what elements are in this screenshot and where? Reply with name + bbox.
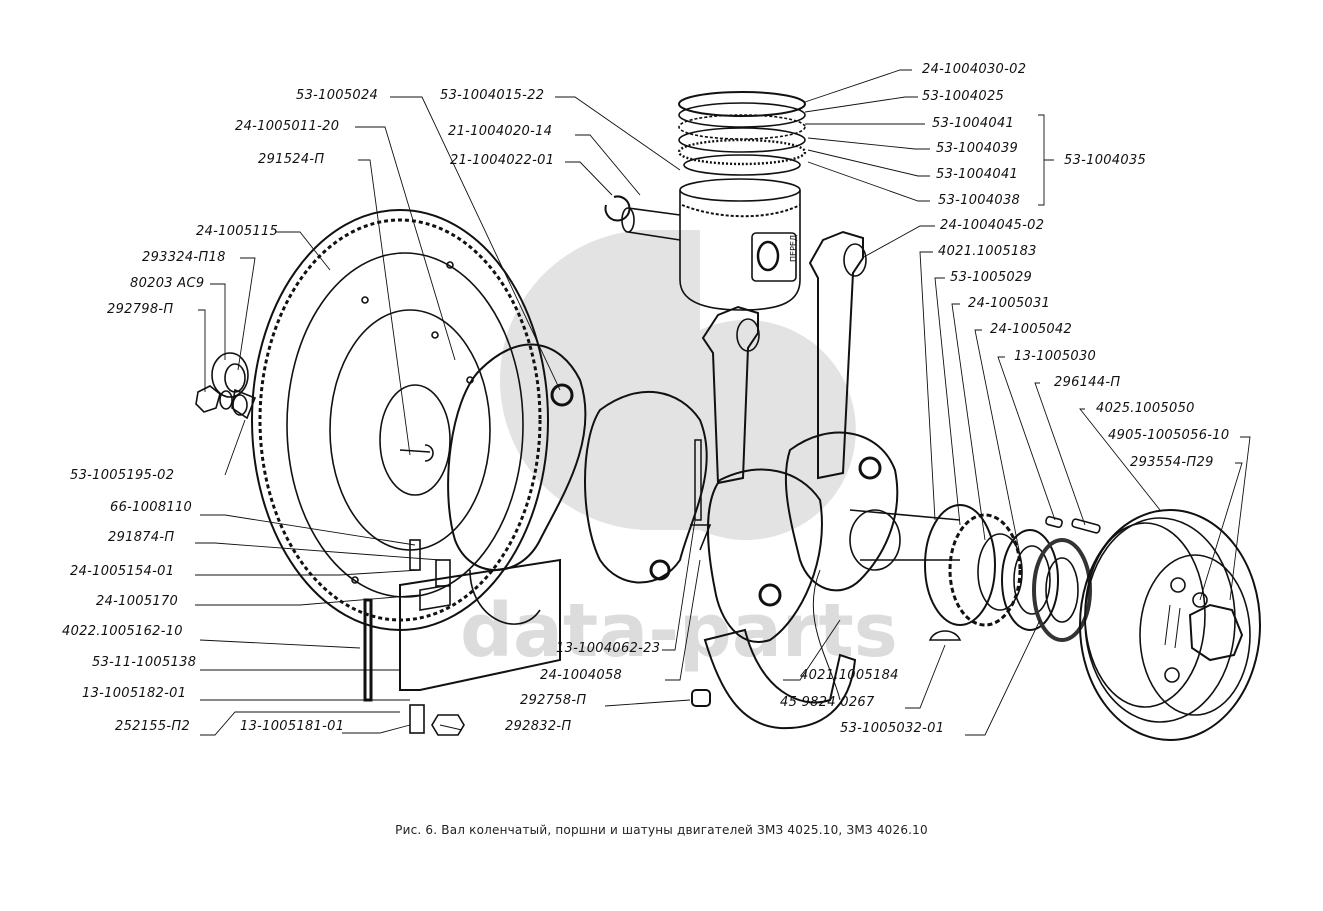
part-label-53-11-1005138: 53-11-1005138 bbox=[92, 655, 197, 670]
part-label-24-1004045-02: 24-1004045-02 bbox=[940, 218, 1045, 233]
part-label-53-1005029: 53-1005029 bbox=[950, 270, 1033, 285]
part-label-13-1005181-01: 13-1005181-01 bbox=[240, 719, 345, 734]
woodruff-key bbox=[928, 630, 962, 641]
part-label-24-1005154-01: 24-1005154-01 bbox=[70, 564, 175, 579]
part-label-53-1004038: 53-1004038 bbox=[938, 193, 1021, 208]
part-label-24-1005011-20: 24-1005011-20 bbox=[235, 119, 340, 134]
part-label-24-1005031: 24-1005031 bbox=[968, 296, 1051, 311]
part-label-53-1005024: 53-1005024 bbox=[296, 88, 379, 103]
connecting-rods bbox=[690, 230, 867, 551]
timing-pointer-bracket bbox=[195, 352, 257, 420]
part-label-4021-1005184: 4021.1005184 bbox=[800, 668, 899, 683]
part-label-296144-P: 296144-П bbox=[1054, 375, 1121, 390]
part-label-24-1005170: 24-1005170 bbox=[96, 594, 179, 609]
part-label-53-1004035: 53-1004035 bbox=[1064, 153, 1147, 168]
part-label-53-1005195-02: 53-1005195-02 bbox=[70, 468, 175, 483]
part-label-53-1005032-01: 53-1005032-01 bbox=[840, 721, 945, 736]
part-label-53-1004041-a: 53-1004041 bbox=[932, 116, 1015, 131]
part-label-293554-P29: 293554-П29 bbox=[1130, 455, 1214, 470]
part-label-13-1005030: 13-1005030 bbox=[1014, 349, 1097, 364]
part-label-291524-P: 291524-П bbox=[258, 152, 325, 167]
part-label-293324-P18: 293324-П18 bbox=[142, 250, 226, 265]
part-label-291874-P: 291874-П bbox=[108, 530, 175, 545]
part-label-21-1004022-01: 21-1004022-01 bbox=[450, 153, 555, 168]
part-label-80203-AC9: 80203 АС9 bbox=[130, 276, 205, 291]
flywheel bbox=[251, 209, 549, 631]
part-label-292758-P: 292758-П bbox=[520, 693, 587, 708]
piston-front-marking: ПЕРЕД bbox=[789, 235, 798, 262]
part-label-53-1004015-22: 53-1004015-22 bbox=[440, 88, 545, 103]
part-label-292798-P: 292798-П bbox=[107, 302, 174, 317]
part-label-252155-P2: 252155-П2 bbox=[115, 719, 191, 734]
crankshaft-pulley bbox=[1079, 509, 1261, 741]
crankshaft bbox=[447, 343, 961, 701]
part-label-13-1004062-23: 13-1004062-23 bbox=[556, 641, 661, 656]
part-label-24-1004058: 24-1004058 bbox=[540, 668, 623, 683]
part-label-24-1005042: 24-1005042 bbox=[990, 322, 1073, 337]
part-label-53-1004039: 53-1004039 bbox=[936, 141, 1019, 156]
part-label-4022-1005162-10: 4022.1005162-10 bbox=[62, 624, 183, 639]
part-label-53-1004025: 53-1004025 bbox=[922, 89, 1005, 104]
oil-deflector-and-seal bbox=[1001, 515, 1101, 642]
part-label-53-1004041-b: 53-1004041 bbox=[936, 167, 1019, 182]
watermark-text: data-parts bbox=[460, 588, 898, 674]
part-label-45-9824-0267: 45 9824 0267 bbox=[780, 695, 875, 710]
timing-gear bbox=[924, 504, 1023, 627]
part-label-4025-1005050: 4025.1005050 bbox=[1096, 401, 1195, 416]
part-label-66-1008110: 66-1008110 bbox=[110, 500, 193, 515]
part-label-4021-1005183: 4021.1005183 bbox=[938, 244, 1037, 259]
rod-bearing-cap bbox=[691, 628, 857, 730]
figure-caption: Рис. 6. Вал коленчатый, поршни и шатуны … bbox=[395, 823, 928, 837]
part-label-24-1005115: 24-1005115 bbox=[196, 224, 279, 239]
part-label-4905-1005056-10: 4905-1005056-10 bbox=[1108, 428, 1230, 443]
part-label-292832-P: 292832-П bbox=[505, 719, 572, 734]
leader-lines bbox=[195, 69, 1251, 736]
part-label-24-1004030-02: 24-1004030-02 bbox=[922, 62, 1027, 77]
piston: ПЕРЕД bbox=[604, 91, 807, 311]
part-label-13-1005182-01: 13-1005182-01 bbox=[82, 686, 187, 701]
part-label-21-1004020-14: 21-1004020-14 bbox=[448, 124, 553, 139]
